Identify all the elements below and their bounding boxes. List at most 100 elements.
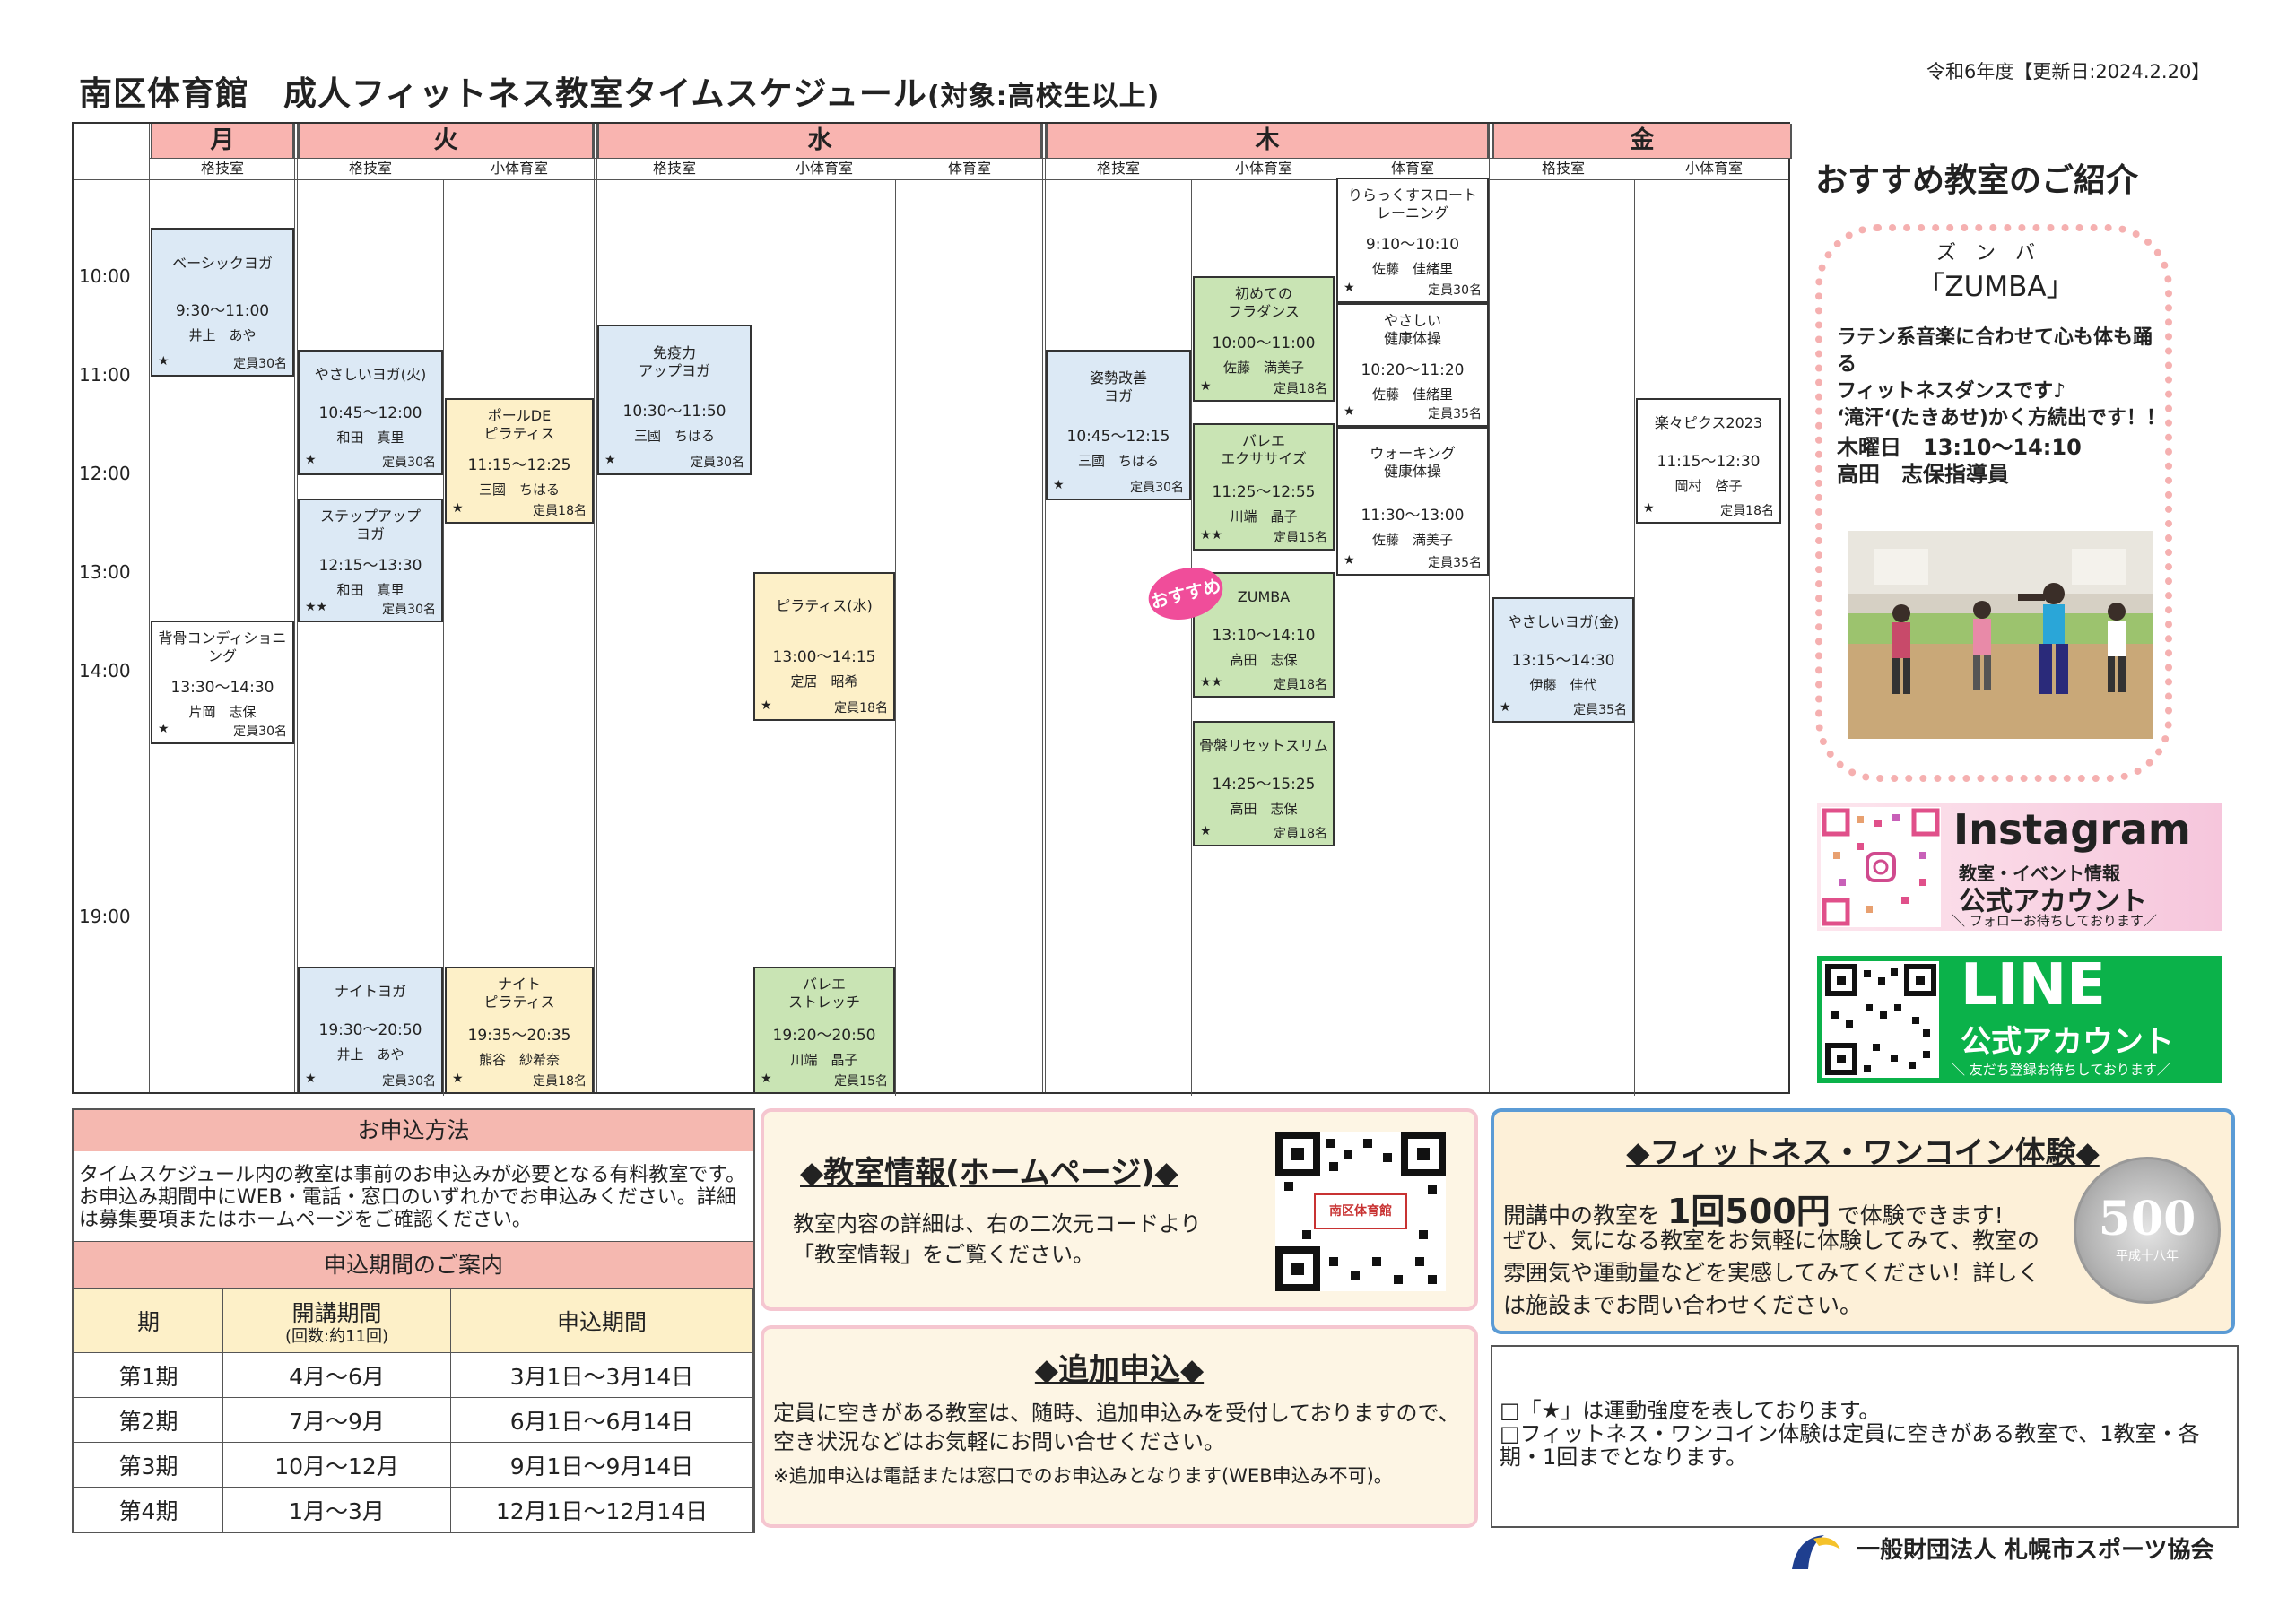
class-stars: ★ <box>452 501 464 516</box>
period-table-header: 期 <box>74 1288 223 1353</box>
room-header: 格技室 <box>200 160 244 177</box>
instagram-line3: ＼ フォローお待ちしております／ <box>1952 913 2157 929</box>
class-time: 11:15～12:30 <box>1657 453 1761 471</box>
class-time: 11:15～12:25 <box>467 456 571 474</box>
room-header: 格技室 <box>652 160 696 177</box>
class-instructor: 佐藤 満美子 <box>1222 360 1304 376</box>
class-stars: ★ <box>761 699 772 713</box>
zumba-schedule: 木曜日 13:10～14:10 高田 志保指導員 <box>1837 435 2082 487</box>
class-instructor: 高田 志保 <box>1230 801 1298 817</box>
class-capacity: 定員15名 <box>834 1074 888 1089</box>
class-block[interactable]: ZUMBA 13:10～14:10 高田 志保 ★★定員18名 <box>1193 572 1335 698</box>
class-block[interactable]: やさしいヨガ(金) 13:15～14:30 伊藤 佳代 ★定員35名 <box>1492 597 1634 723</box>
table-cell: 4月～6月 <box>222 1352 451 1398</box>
period-table-header: 申込期間 <box>450 1288 753 1353</box>
class-block[interactable]: 免疫力 アップヨガ 10:30～11:50 三國 ちはる ★定員30名 <box>597 325 752 475</box>
class-block[interactable]: バレエ ストレッチ 19:20～20:50 川端 晶子 ★定員15名 <box>753 967 895 1094</box>
class-block[interactable]: 初めての フラダンス 10:00～11:00 佐藤 満美子 ★定員18名 <box>1193 276 1335 402</box>
class-block[interactable]: 背骨コンディショニ ング 13:30～14:30 片岡 志保 ★定員30名 <box>151 621 294 744</box>
class-stars: ★ <box>604 453 616 467</box>
page-title: 南区体育館 成人フィットネス教室タイムスケジュール(対象:高校生以上) <box>79 66 1160 115</box>
class-block[interactable]: ポールDE ピラティス 11:15～12:25 三國 ちはる ★定員18名 <box>445 398 594 524</box>
room-header: 体育室 <box>947 160 991 177</box>
class-block[interactable]: ナイト ピラティス 19:35～20:35 熊谷 紗希奈 ★定員18名 <box>445 967 594 1094</box>
additional-title-wrap: ◆追加申込◆ <box>764 1345 1474 1389</box>
class-block[interactable]: ウォーキング 健康体操 11:30～13:00 佐藤 満美子 ★定員35名 <box>1336 427 1489 576</box>
day-header-fri: 金 <box>1492 124 1792 158</box>
class-stars: ★ <box>1344 404 1355 419</box>
class-instructor: 井上 あや <box>336 1046 404 1063</box>
class-block[interactable]: 骨盤リセットスリム 14:25～15:25 高田 志保 ★定員18名 <box>1193 721 1335 846</box>
table-cell: 第2期 <box>74 1397 223 1443</box>
day-header-wed: 水 <box>597 124 1042 158</box>
class-name: 免疫力 アップヨガ <box>638 344 710 379</box>
class-block[interactable]: ステップアップ ヨガ 12:15～13:30 和田 真里 ★★定員30名 <box>298 499 443 622</box>
zumba-ruby: ズンバ <box>1935 242 2055 265</box>
table-cell: 3月1日～3月14日 <box>450 1352 753 1398</box>
time-label: 19:00 <box>79 906 131 927</box>
class-instructor: 熊谷 紗希奈 <box>478 1052 560 1068</box>
room-header: 小体育室 <box>795 160 853 177</box>
class-stars: ★ <box>158 354 170 369</box>
class-name: 背骨コンディショニ ング <box>158 629 287 664</box>
page-title-text: 南区体育館 成人フィットネス教室タイムスケジュール <box>79 74 927 113</box>
homepage-qr-code[interactable]: 南区体育館 <box>1275 1132 1446 1291</box>
day-header-mon: 月 <box>151 124 294 158</box>
class-capacity: 定員18名 <box>533 504 587 518</box>
page-subtitle: (対象:高校生以上) <box>926 81 1161 112</box>
class-block[interactable]: りらっくすスロート レーニング 9:10～10:10 佐藤 佳緒里 ★定員30名 <box>1336 178 1489 303</box>
class-time: 10:30～11:50 <box>622 403 726 421</box>
class-capacity: 定員18名 <box>533 1074 587 1089</box>
class-instructor: 定居 昭希 <box>790 673 858 690</box>
onecoin-line1: 開講中の教室を 1回500円 で体験できます! <box>1503 1184 2004 1233</box>
class-name: やさしいヨガ(火) <box>314 366 427 383</box>
class-instructor: 和田 真里 <box>336 430 404 446</box>
class-instructor: 三國 ちはる <box>633 428 715 444</box>
class-stars: ★ <box>1200 824 1212 838</box>
class-block[interactable]: やさしい 健康体操 10:20～11:20 佐藤 佳緒里 ★定員35名 <box>1336 303 1489 427</box>
class-block[interactable]: ベーシックヨガ 9:30～11:00 井上 あや ★定員30名 <box>151 228 294 377</box>
class-name: バレエ ストレッチ <box>787 976 860 1011</box>
class-name: ウォーキング 健康体操 <box>1370 445 1456 480</box>
class-instructor: 三國 ちはる <box>1077 453 1159 469</box>
class-time: 12:15～13:30 <box>318 557 422 575</box>
class-block[interactable]: ピラティス(水) 13:00～14:15 定居 昭希 ★定員18名 <box>753 572 895 721</box>
instagram-line1: 教室・イベント情報 <box>1959 863 2120 884</box>
table-cell: 第4期 <box>74 1487 223 1532</box>
room-header: 格技室 <box>348 160 392 177</box>
update-note: 令和6年度【更新日:2024.2.20】 <box>1926 61 2211 82</box>
class-capacity: 定員30名 <box>1130 481 1184 495</box>
class-stars: ★ <box>158 722 170 736</box>
class-instructor: 佐藤 佳緒里 <box>1371 261 1453 277</box>
class-instructor: 和田 真里 <box>336 582 404 598</box>
day-header-tue: 火 <box>298 124 594 158</box>
instagram-banner[interactable]: Instagram 教室・イベント情報 公式アカウント ＼ フォローお待ちしてお… <box>1817 803 2222 931</box>
class-stars: ★ <box>305 1072 317 1086</box>
line-line1: 公式アカウント <box>1961 1024 2174 1060</box>
class-block[interactable]: やさしいヨガ(火) 10:45～12:00 和田 真里 ★定員30名 <box>298 350 443 475</box>
class-capacity: 定員30名 <box>382 603 436 617</box>
class-block[interactable]: ナイトヨガ 19:30～20:50 井上 あや ★定員30名 <box>298 967 443 1094</box>
class-name: 姿勢改善 ヨガ <box>1089 369 1147 404</box>
class-block[interactable]: 姿勢改善 ヨガ 10:45～12:15 三國 ちはる ★定員30名 <box>1046 350 1191 500</box>
onecoin-line1-pre: 開講中の教室を <box>1503 1202 1661 1228</box>
zumba-photo <box>1848 531 2152 739</box>
time-label: 12:00 <box>79 463 131 484</box>
class-block[interactable]: バレエ エクササイズ 11:25～12:55 川端 晶子 ★★定員15名 <box>1193 423 1335 551</box>
onecoin-line1-post: で体験できます! <box>1837 1202 2004 1228</box>
class-instructor: 伊藤 佳代 <box>1529 677 1597 693</box>
class-name: ZUMBA <box>1237 588 1291 605</box>
promo-title: おすすめ教室のご紹介 <box>1815 154 2192 204</box>
zumba-description: ラテン系音楽に合わせて心も体も踊る フィットネスダンスです♪ ‘滝汗‘(たきあせ… <box>1837 326 2166 430</box>
apply-title: お申込方法 <box>74 1110 753 1151</box>
class-name: ベーシックヨガ <box>172 255 273 272</box>
time-label: 10:00 <box>79 265 131 287</box>
class-block[interactable]: 楽々ピクス2023 11:15～12:30 岡村 啓子 ★定員18名 <box>1636 398 1781 524</box>
class-instructor: 三國 ちはる <box>478 482 560 498</box>
class-capacity: 定員35名 <box>1573 703 1627 717</box>
class-stars: ★ <box>305 453 317 467</box>
line-banner[interactable]: LINE 公式アカウント ＼ 友だち登録お待ちしております／ <box>1817 952 2222 1083</box>
table-cell: 6月1日～6月14日 <box>450 1397 753 1443</box>
table-row: 第1期 4月～6月 3月1日～3月14日 <box>74 1352 753 1398</box>
class-time: 9:10～10:10 <box>1365 236 1460 254</box>
